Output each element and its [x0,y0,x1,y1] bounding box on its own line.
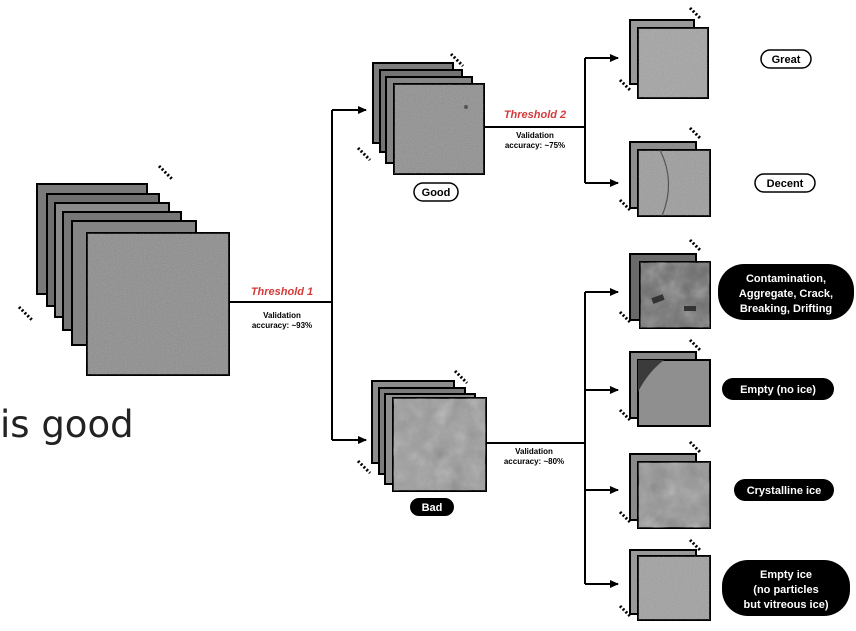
threshold-1-label: Threshold 1 [251,286,313,298]
threshold-1-accuracy: Validation [263,311,301,320]
empty-ice-image-stack [620,540,710,620]
threshold-1-accuracy: accuracy: ~93% [252,321,312,330]
contamination-label: Breaking, Drifting [740,303,832,315]
empty-ice-label: but vitreous ice) [744,599,829,611]
bad-label: Bad [422,502,443,514]
crystalline-label: Crystalline ice [747,485,822,497]
bad-split-accuracy: Validation [515,447,553,456]
empty-no-ice-label: Empty (no ice) [740,384,816,396]
good-label: Good [422,187,451,199]
empty-no-ice-image-stack [620,340,710,426]
empty-ice-label: Empty ice [760,569,812,581]
input-image-stack [19,166,229,375]
decent-image-stack [620,128,710,216]
threshold-2-accuracy: Validation [516,131,554,140]
bad-image-stack [358,371,486,491]
threshold-2-accuracy: accuracy: ~75% [505,141,565,150]
threshold-2-label: Threshold 2 [504,109,566,121]
empty-ice-label: (no particles [753,584,818,596]
crystalline-image-stack [620,442,710,528]
background-text: is good [0,406,134,443]
great-label: Great [772,54,801,66]
decent-label: Decent [767,178,804,190]
good-image-stack [358,54,484,174]
contamination-label: Aggregate, Crack, [739,288,833,300]
contamination-label: Contamination, [746,273,826,285]
bad-split-accuracy: accuracy: ~80% [504,457,564,466]
great-image-stack [620,8,708,98]
contamination-image-stack [620,240,710,328]
